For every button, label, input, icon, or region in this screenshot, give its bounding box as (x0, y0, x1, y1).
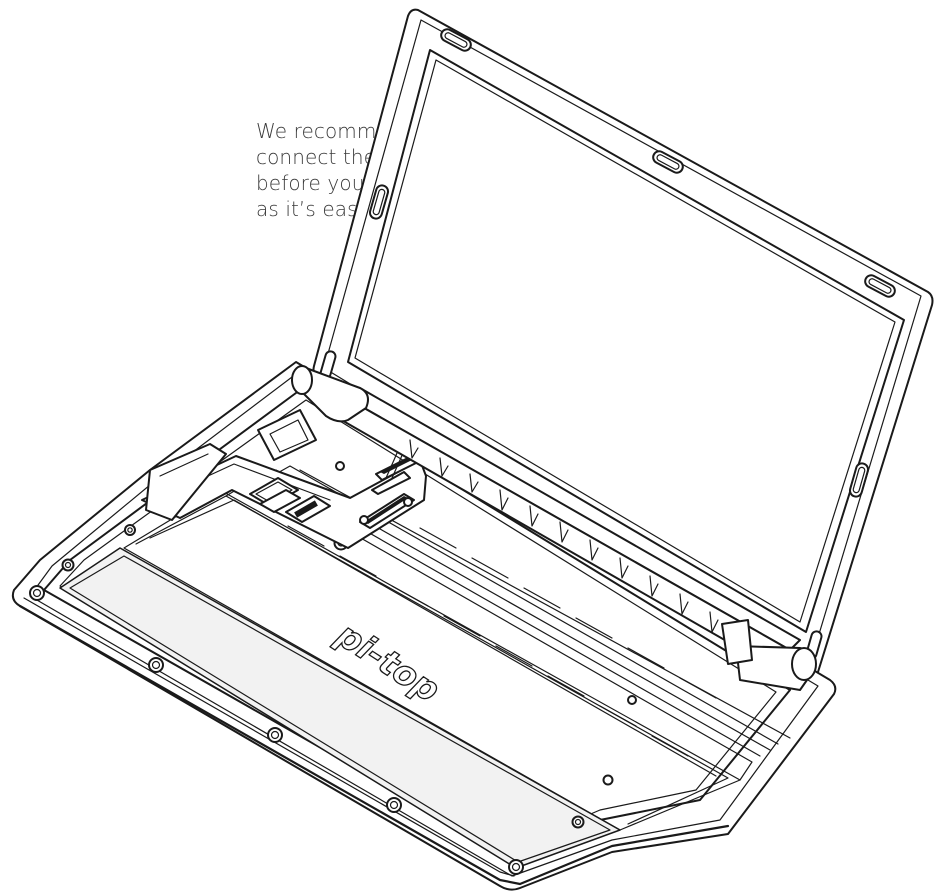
bezel-bumpers (319, 28, 896, 660)
display-panel (347, 49, 905, 633)
hinge-assembly (257, 365, 817, 691)
left-bracket (145, 443, 227, 521)
usb-ports (249, 477, 331, 523)
laptop-base: pi-top (11, 361, 837, 891)
